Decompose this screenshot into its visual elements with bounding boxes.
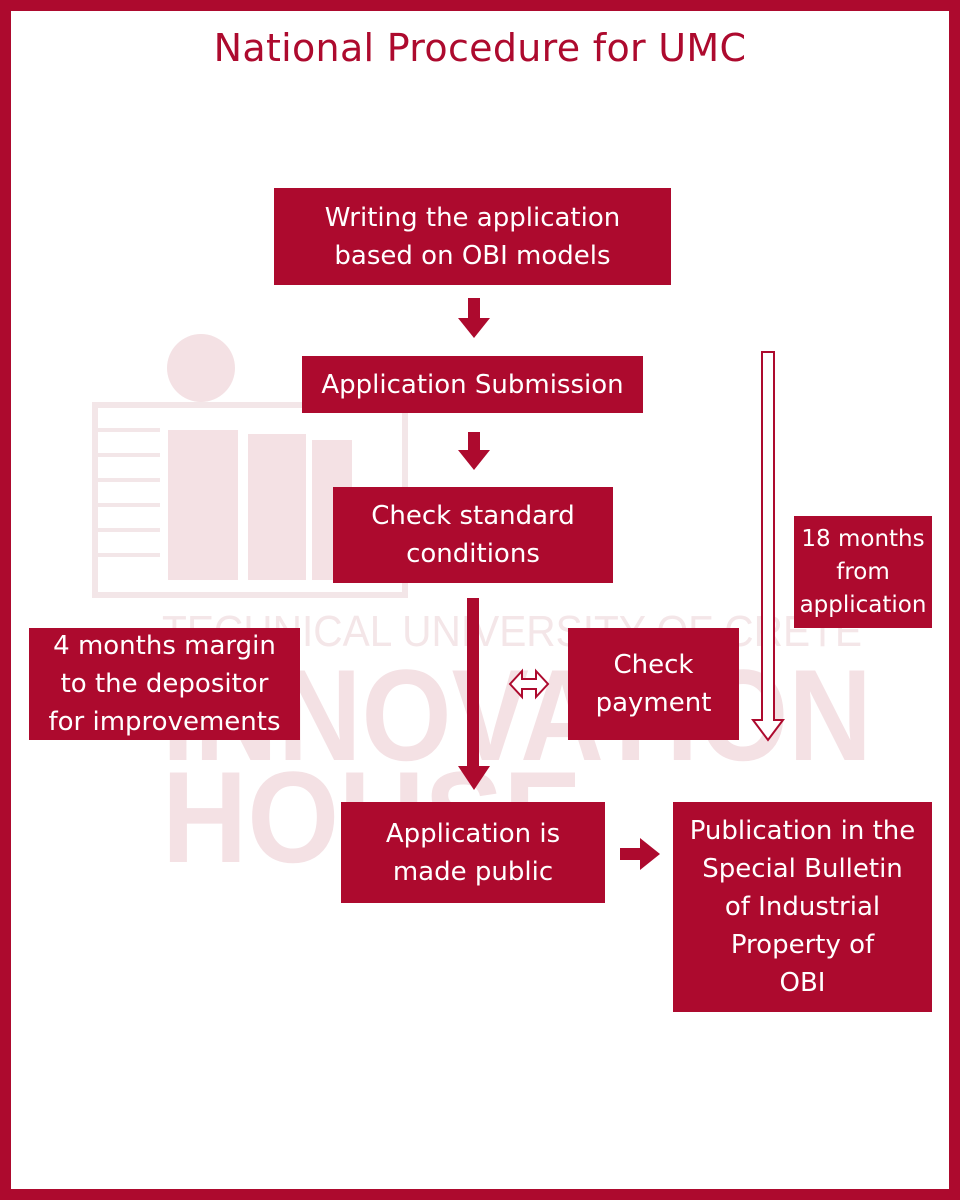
down-arrow-icon xyxy=(458,298,490,338)
note-eighteen-months: 18 months from application xyxy=(794,516,932,628)
down-arrow-icon xyxy=(458,432,490,470)
step-publication-bulletin: Publication in the Special Bulletin of I… xyxy=(673,802,932,1012)
page-title: National Procedure for UMC xyxy=(213,26,747,70)
outline-down-arrow-icon xyxy=(751,351,785,742)
note-four-months-margin: 4 months margin to the depositor for imp… xyxy=(29,628,300,740)
long-down-arrow-icon xyxy=(458,598,490,790)
right-arrow-icon xyxy=(620,838,660,870)
step-application-submission: Application Submission xyxy=(302,356,643,413)
step-writing-application: Writing the application based on OBI mod… xyxy=(274,188,671,285)
step-check-payment: Check payment xyxy=(568,628,739,740)
step-check-standard-conditions: Check standard conditions xyxy=(333,487,613,583)
double-arrow-icon xyxy=(508,668,550,700)
step-application-made-public: Application is made public xyxy=(341,802,605,903)
